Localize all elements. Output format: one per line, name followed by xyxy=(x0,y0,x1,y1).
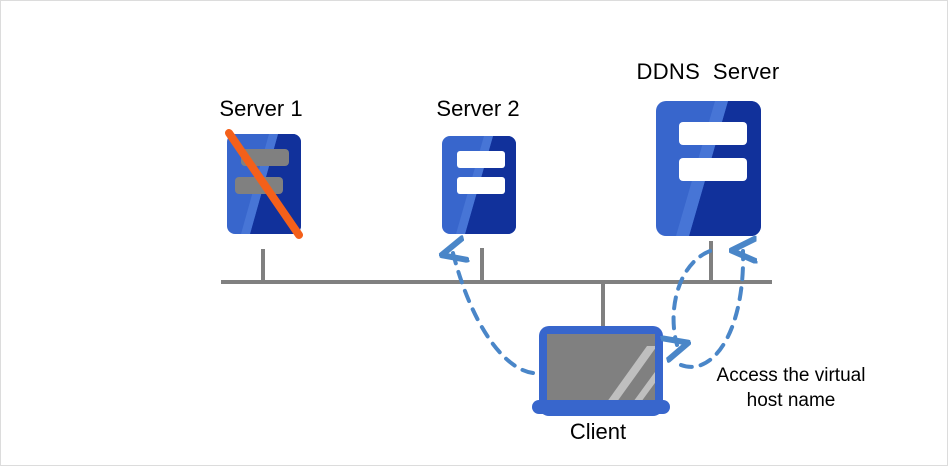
node-client[interactable] xyxy=(532,326,671,416)
label-server2: Server 2 xyxy=(436,96,520,121)
server1-disabled-strikethrough xyxy=(225,129,303,239)
client-screen-stripe-2 xyxy=(628,371,655,408)
node-server2[interactable] xyxy=(442,136,516,234)
label-client: Client xyxy=(569,419,627,444)
ddns-bar-bottom xyxy=(679,158,747,181)
flow-arrows xyxy=(453,249,743,375)
annotation-access-virtual-host-name: Access the virtual host name xyxy=(716,365,866,411)
ddns-bar-top xyxy=(679,122,747,145)
label-server1: Server 1 xyxy=(219,96,303,121)
server2-bar-bottom xyxy=(457,177,505,194)
client-base xyxy=(532,400,670,414)
node-server1[interactable] xyxy=(225,129,303,239)
flow-client-query-up xyxy=(679,251,743,369)
client-screen-stripe-1 xyxy=(602,346,655,408)
flow-client-to-server2 xyxy=(453,253,535,375)
node-ddns-server[interactable] xyxy=(656,101,761,236)
server2-bar-top xyxy=(457,151,505,168)
flow-ddns-response-down xyxy=(674,249,712,345)
label-ddns-server: DDNS Server xyxy=(636,59,780,84)
network-bus xyxy=(221,241,772,328)
